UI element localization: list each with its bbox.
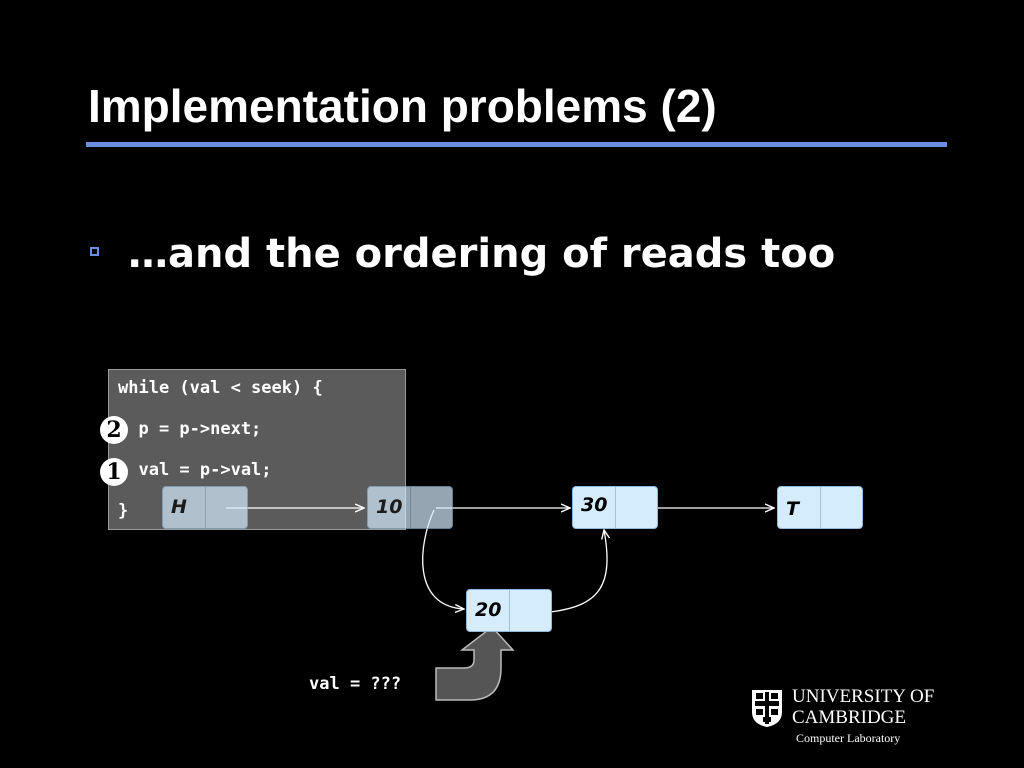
code-line: p = p->next;: [118, 419, 262, 439]
list-node-10: 10: [367, 486, 453, 529]
node-value: T: [786, 498, 799, 520]
list-node-20: 20: [466, 589, 552, 632]
step-marker-2: 2: [100, 416, 128, 444]
list-node-head: H: [162, 486, 248, 529]
link-20-to-30: [549, 530, 607, 613]
logo-line-2: CAMBRIDGE: [792, 707, 907, 728]
square-bullet-icon: [90, 247, 99, 256]
logo-line-1: UNIVERSITY OF: [792, 686, 935, 707]
node-value: 20: [475, 599, 502, 621]
node-value: 10: [376, 496, 403, 518]
code-line: while (val < seek) {: [118, 378, 323, 398]
list-node-tail: T: [777, 486, 863, 529]
department-name: Computer Laboratory: [796, 731, 901, 745]
slide-title: Implementation problems (2): [88, 80, 717, 132]
node-value: 30: [581, 494, 608, 516]
code-line: }: [118, 501, 129, 521]
list-node-30: 30: [572, 486, 658, 529]
title-underline: [86, 142, 947, 147]
step-marker-1: 1: [100, 458, 128, 486]
bullet-text: …and the ordering of reads too: [128, 231, 836, 277]
crest-icon: [752, 690, 782, 727]
curved-pointer-arrow-icon: [435, 625, 515, 701]
node-value: H: [171, 496, 187, 518]
code-line: val = p->val;: [118, 460, 272, 480]
code-box: while (val < seek) { p = p->next; val = …: [108, 369, 406, 530]
val-annotation: val = ???: [309, 674, 402, 694]
